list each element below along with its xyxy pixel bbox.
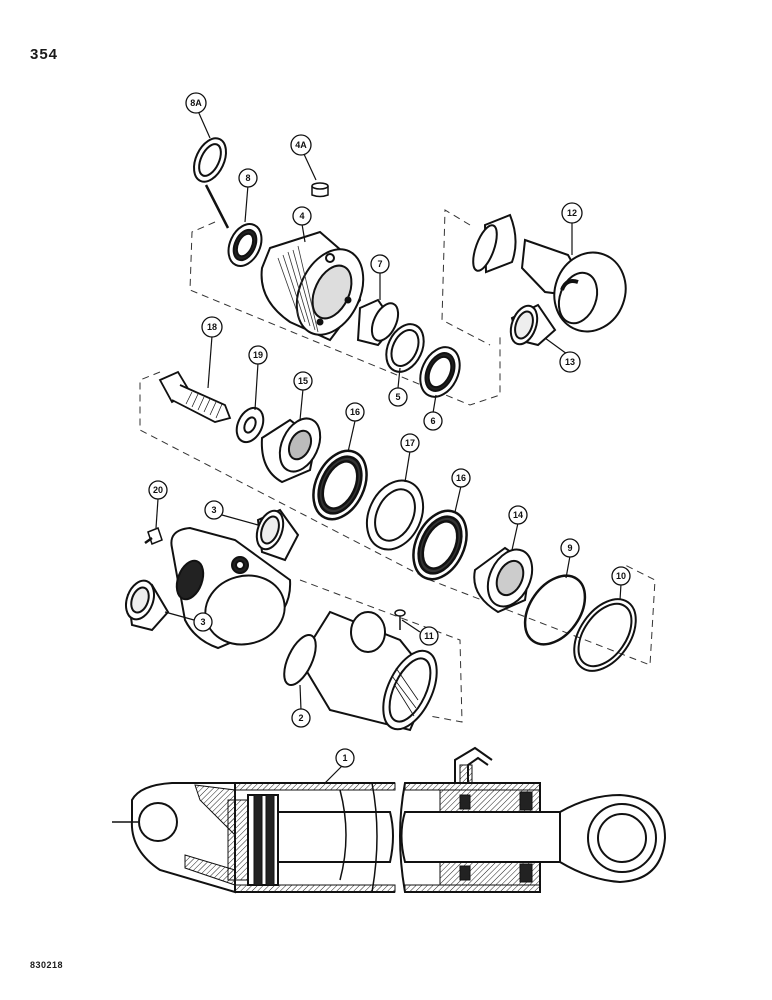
callout-11: 11 xyxy=(419,626,439,646)
callout-14-label: 14 xyxy=(513,510,523,520)
part-10-ring xyxy=(573,598,637,672)
callout-3-upper: 3 xyxy=(204,500,224,520)
part-16-seal-a xyxy=(312,449,368,521)
part-6-seal xyxy=(419,346,461,398)
figure-code: 830218 xyxy=(30,960,64,970)
callout-20-label: 20 xyxy=(153,485,163,495)
callout-2: 2 xyxy=(291,708,311,728)
callout-13: 13 xyxy=(559,351,581,373)
callout-2-label: 2 xyxy=(298,713,303,723)
callout-5: 5 xyxy=(388,387,408,407)
callout-3-lower: 3 xyxy=(193,612,213,632)
callout-15: 15 xyxy=(293,371,313,391)
callout-16-lower-label: 16 xyxy=(456,473,466,483)
part-16-seal-b xyxy=(412,509,468,581)
callout-8A-label: 8A xyxy=(190,98,202,108)
callout-3-upper-label: 3 xyxy=(211,505,216,515)
callout-4-label: 4 xyxy=(299,211,304,221)
callout-16-lower: 16 xyxy=(451,468,471,488)
page-number: 354 xyxy=(30,46,59,63)
part-4-gland xyxy=(260,230,365,342)
callout-18-label: 18 xyxy=(207,322,217,332)
part-3-bushing-a xyxy=(255,508,300,562)
part-11-screw xyxy=(394,609,406,630)
part-20-grease-fitting xyxy=(144,527,163,545)
callout-7: 7 xyxy=(370,254,390,274)
part-15-retainer xyxy=(260,417,322,484)
callout-16-upper: 16 xyxy=(345,402,365,422)
callout-19: 19 xyxy=(248,345,268,365)
callout-8-label: 8 xyxy=(245,173,250,183)
part-13-bushing xyxy=(509,303,557,347)
callout-12-label: 12 xyxy=(567,208,577,218)
callout-13-label: 13 xyxy=(565,357,575,367)
part-5-ring xyxy=(385,323,425,373)
callout-10: 10 xyxy=(611,566,631,586)
part-8A-ring xyxy=(193,137,230,229)
callout-4A-label: 4A xyxy=(295,140,307,150)
callout-1: 1 xyxy=(335,748,355,768)
callout-4: 4 xyxy=(292,206,312,226)
callout-16-upper-label: 16 xyxy=(350,407,360,417)
callout-10-label: 10 xyxy=(616,571,626,581)
part-1-assembled-cylinder xyxy=(112,746,667,894)
part-2-tube xyxy=(283,610,438,732)
callout-9: 9 xyxy=(560,538,580,558)
part-14-nut xyxy=(473,546,534,614)
callout-11-label: 11 xyxy=(424,631,434,641)
callout-19-label: 19 xyxy=(253,350,263,360)
callout-4A: 4A xyxy=(290,134,312,156)
callout-6-label: 6 xyxy=(430,416,435,426)
part-9-ring xyxy=(523,574,587,646)
callout-6: 6 xyxy=(423,411,443,431)
callout-12: 12 xyxy=(561,202,583,224)
part-4A-pin xyxy=(311,182,329,198)
callout-17-label: 17 xyxy=(405,438,415,448)
callout-7-label: 7 xyxy=(377,259,382,269)
callout-3-lower-label: 3 xyxy=(200,617,205,627)
callout-1-label: 1 xyxy=(342,753,347,763)
part-18-bolt xyxy=(158,370,232,423)
part-17-piston xyxy=(365,479,425,551)
callout-5-label: 5 xyxy=(395,392,400,402)
callout-9-label: 9 xyxy=(567,543,572,553)
callout-15-label: 15 xyxy=(298,376,308,386)
part-8-seal xyxy=(227,223,263,267)
part-12-rod-eye xyxy=(472,213,627,333)
callout-8: 8 xyxy=(238,168,258,188)
callout-8A: 8A xyxy=(185,92,207,114)
leader-lines xyxy=(155,110,622,784)
callout-18: 18 xyxy=(201,316,223,338)
callout-14: 14 xyxy=(508,505,528,525)
part-19-washer xyxy=(235,406,265,444)
part-3-bushing-b xyxy=(124,579,170,632)
callout-20: 20 xyxy=(148,480,168,500)
part-7-bushing xyxy=(356,298,400,347)
callout-17: 17 xyxy=(400,433,420,453)
